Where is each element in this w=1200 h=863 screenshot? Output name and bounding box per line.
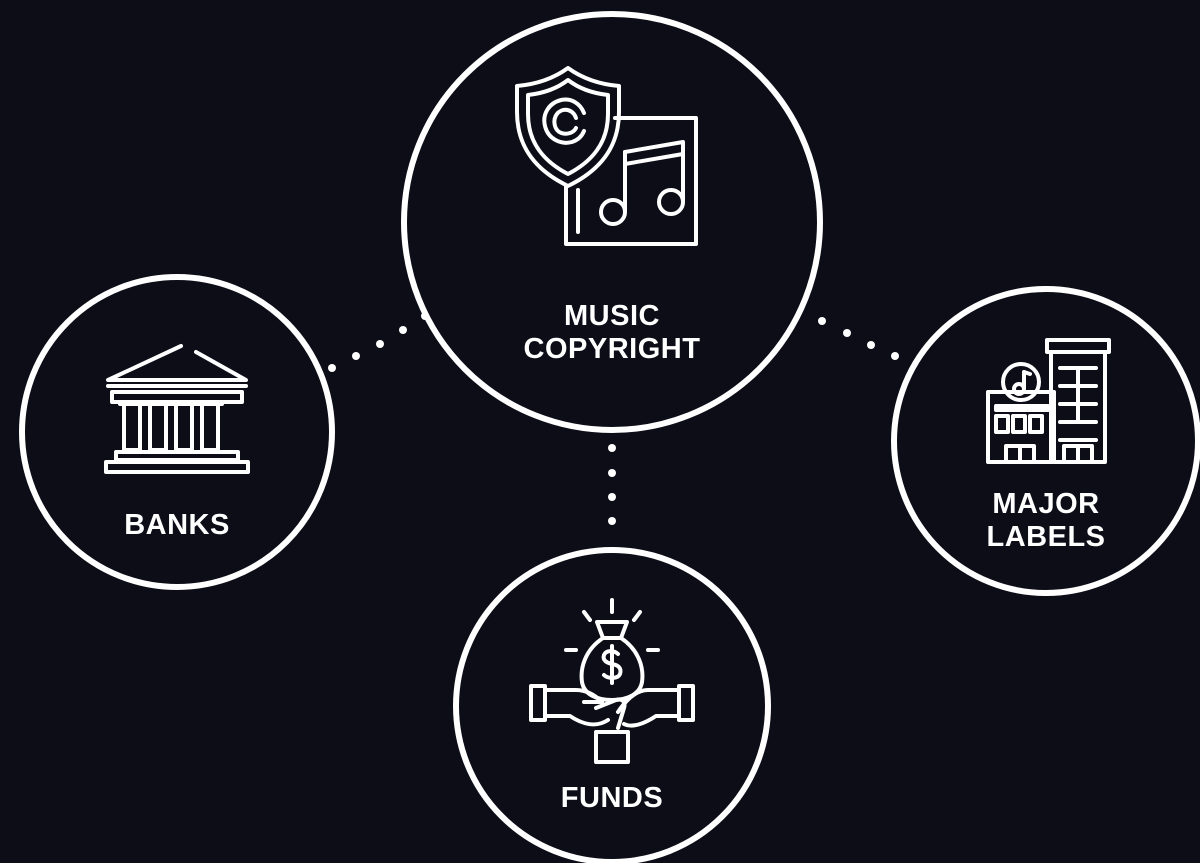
bottom-node-label: FUNDS	[560, 782, 664, 814]
connector-dot	[608, 517, 616, 525]
connector-dot	[608, 469, 616, 477]
center-node-label: MUSIC COPYRIGHT	[523, 300, 701, 365]
bank-icon	[104, 344, 250, 474]
connector-dot	[843, 329, 851, 337]
connector-dot	[352, 352, 360, 360]
connector-dot	[608, 493, 616, 501]
left-node-label: BANKS	[124, 509, 230, 541]
connector-dot	[608, 444, 616, 452]
money-bag-hands-icon	[529, 598, 695, 764]
copyright-music-icon	[515, 66, 698, 246]
center-node-ring	[401, 11, 823, 433]
connector-dot	[399, 326, 407, 334]
record-label-building-icon	[986, 338, 1111, 464]
connector-dot	[376, 340, 384, 348]
connector-dots	[328, 312, 899, 525]
connector-dot	[328, 364, 336, 372]
right-node-ring	[891, 286, 1200, 596]
connector-dot	[891, 352, 899, 360]
left-node-ring	[19, 274, 335, 590]
connector-dot	[818, 317, 826, 325]
connector-dot	[867, 341, 875, 349]
node-rings	[19, 11, 1200, 863]
right-node-label: MAJOR LABELS	[986, 488, 1106, 553]
bottom-node-ring	[453, 547, 771, 863]
